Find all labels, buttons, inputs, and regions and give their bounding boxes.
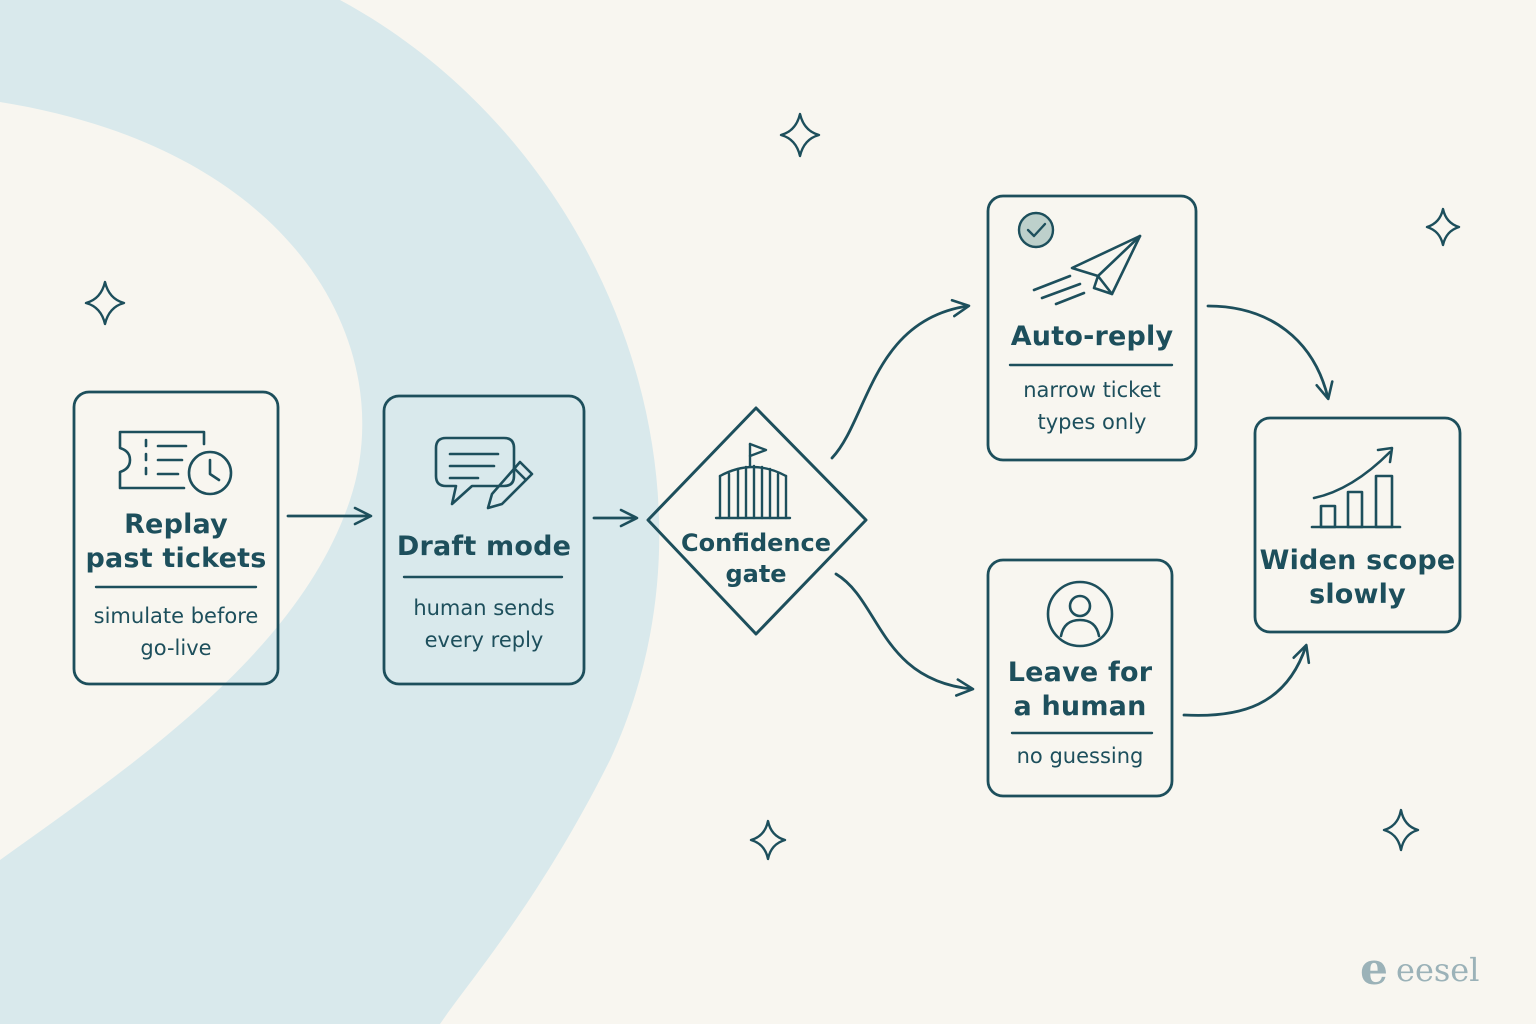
arrow-gate-to-auto: [830, 298, 971, 460]
node-human-title-line2: a human: [1013, 691, 1147, 722]
node-human-box: [986, 558, 1174, 798]
node-draft-title: Draft mode: [396, 531, 572, 562]
background-band: [0, 0, 660, 1024]
node-gate-diamond: [646, 406, 868, 636]
node-draft-subtitle: human sends every reply: [384, 592, 584, 656]
node-human-title: Leave for a human: [988, 656, 1172, 724]
node-replay-subtitle-line1: simulate before: [93, 604, 259, 628]
arrow-human-to-widen: [1182, 643, 1311, 717]
growth-chart-icon: [1310, 446, 1402, 529]
check-circle-icon: [1017, 211, 1055, 249]
node-human-subtitle: no guessing: [1016, 744, 1144, 768]
node-gate-title: Confidence gate: [676, 528, 836, 590]
node-gate-title-line2: gate: [725, 560, 787, 588]
arrow-gate-to-human: [834, 572, 975, 697]
sparkle-icon: [1382, 808, 1420, 852]
gate-flag-icon: [714, 442, 792, 520]
arrow-auto-to-widen: [1206, 304, 1334, 401]
node-draft-subtitle-line2: every reply: [424, 628, 544, 652]
node-widen-box: [1253, 416, 1462, 634]
node-gate-title-line1: Confidence: [680, 529, 832, 557]
sparkle-icon: [779, 112, 821, 158]
node-auto-subtitle-line2: types only: [1037, 410, 1147, 434]
brand-logo: e eesel: [1360, 948, 1479, 992]
ticket-clock-icon: [118, 430, 233, 496]
node-widen-title: Widen scope slowly: [1255, 544, 1460, 612]
paper-plane-icon: [1032, 234, 1142, 306]
brand-mark-icon: e: [1360, 944, 1388, 995]
node-replay-subtitle-line2: go-live: [140, 636, 212, 660]
node-widen-title-line2: slowly: [1309, 579, 1406, 610]
node-auto-subtitle: narrow ticket types only: [988, 374, 1196, 438]
node-replay-title-line2: past tickets: [85, 543, 267, 574]
node-auto-box: [986, 194, 1198, 462]
sparkle-icon: [749, 819, 787, 861]
node-auto-title: Auto-reply: [1010, 321, 1174, 352]
node-draft-subtitle-line1: human sends: [413, 596, 555, 620]
node-replay-title: Replay past tickets: [74, 508, 278, 576]
sparkle-icon: [1425, 207, 1461, 247]
node-replay-box: [72, 390, 280, 686]
node-widen-title-line1: Widen scope: [1259, 545, 1456, 576]
node-replay-title-line1: Replay: [124, 509, 228, 540]
person-circle-icon: [1046, 580, 1114, 648]
chat-pencil-icon: [434, 436, 534, 510]
sparkle-icon: [84, 280, 126, 326]
node-draft-box: [382, 394, 586, 686]
brand-name: eesel: [1396, 951, 1480, 989]
node-replay-subtitle: simulate before go-live: [74, 600, 278, 664]
node-auto-subtitle-line1: narrow ticket: [1023, 378, 1161, 402]
node-human-title-line1: Leave for: [1007, 657, 1153, 688]
